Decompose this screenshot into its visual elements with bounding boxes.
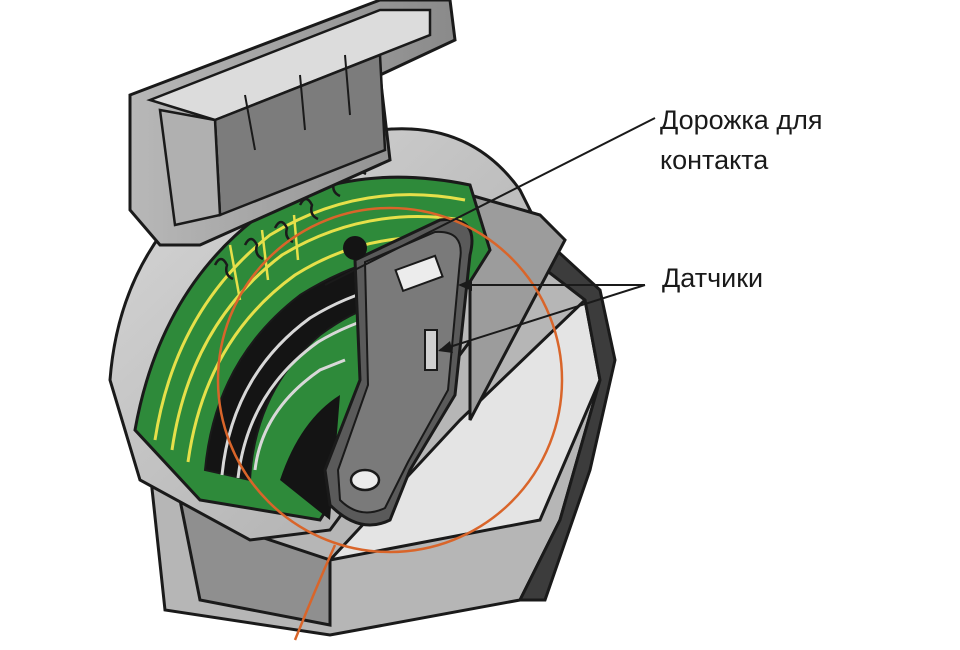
highlight-ring-tail	[293, 544, 337, 641]
sensor-wiper-arm	[323, 217, 474, 527]
leader-arrowhead-lower	[438, 341, 453, 353]
highlight-ring	[216, 206, 564, 554]
track-label-line2: контакта	[660, 145, 769, 175]
track-label: Дорожка для контакта	[660, 100, 822, 180]
track-label-line1: Дорожка для	[660, 105, 823, 135]
connector-block	[128, 0, 457, 247]
leader-arrowhead-upper	[458, 279, 472, 291]
leader-line-track	[324, 117, 656, 286]
leader-line-sensor-lower	[439, 284, 646, 351]
sensors-label: Датчики	[662, 263, 764, 293]
